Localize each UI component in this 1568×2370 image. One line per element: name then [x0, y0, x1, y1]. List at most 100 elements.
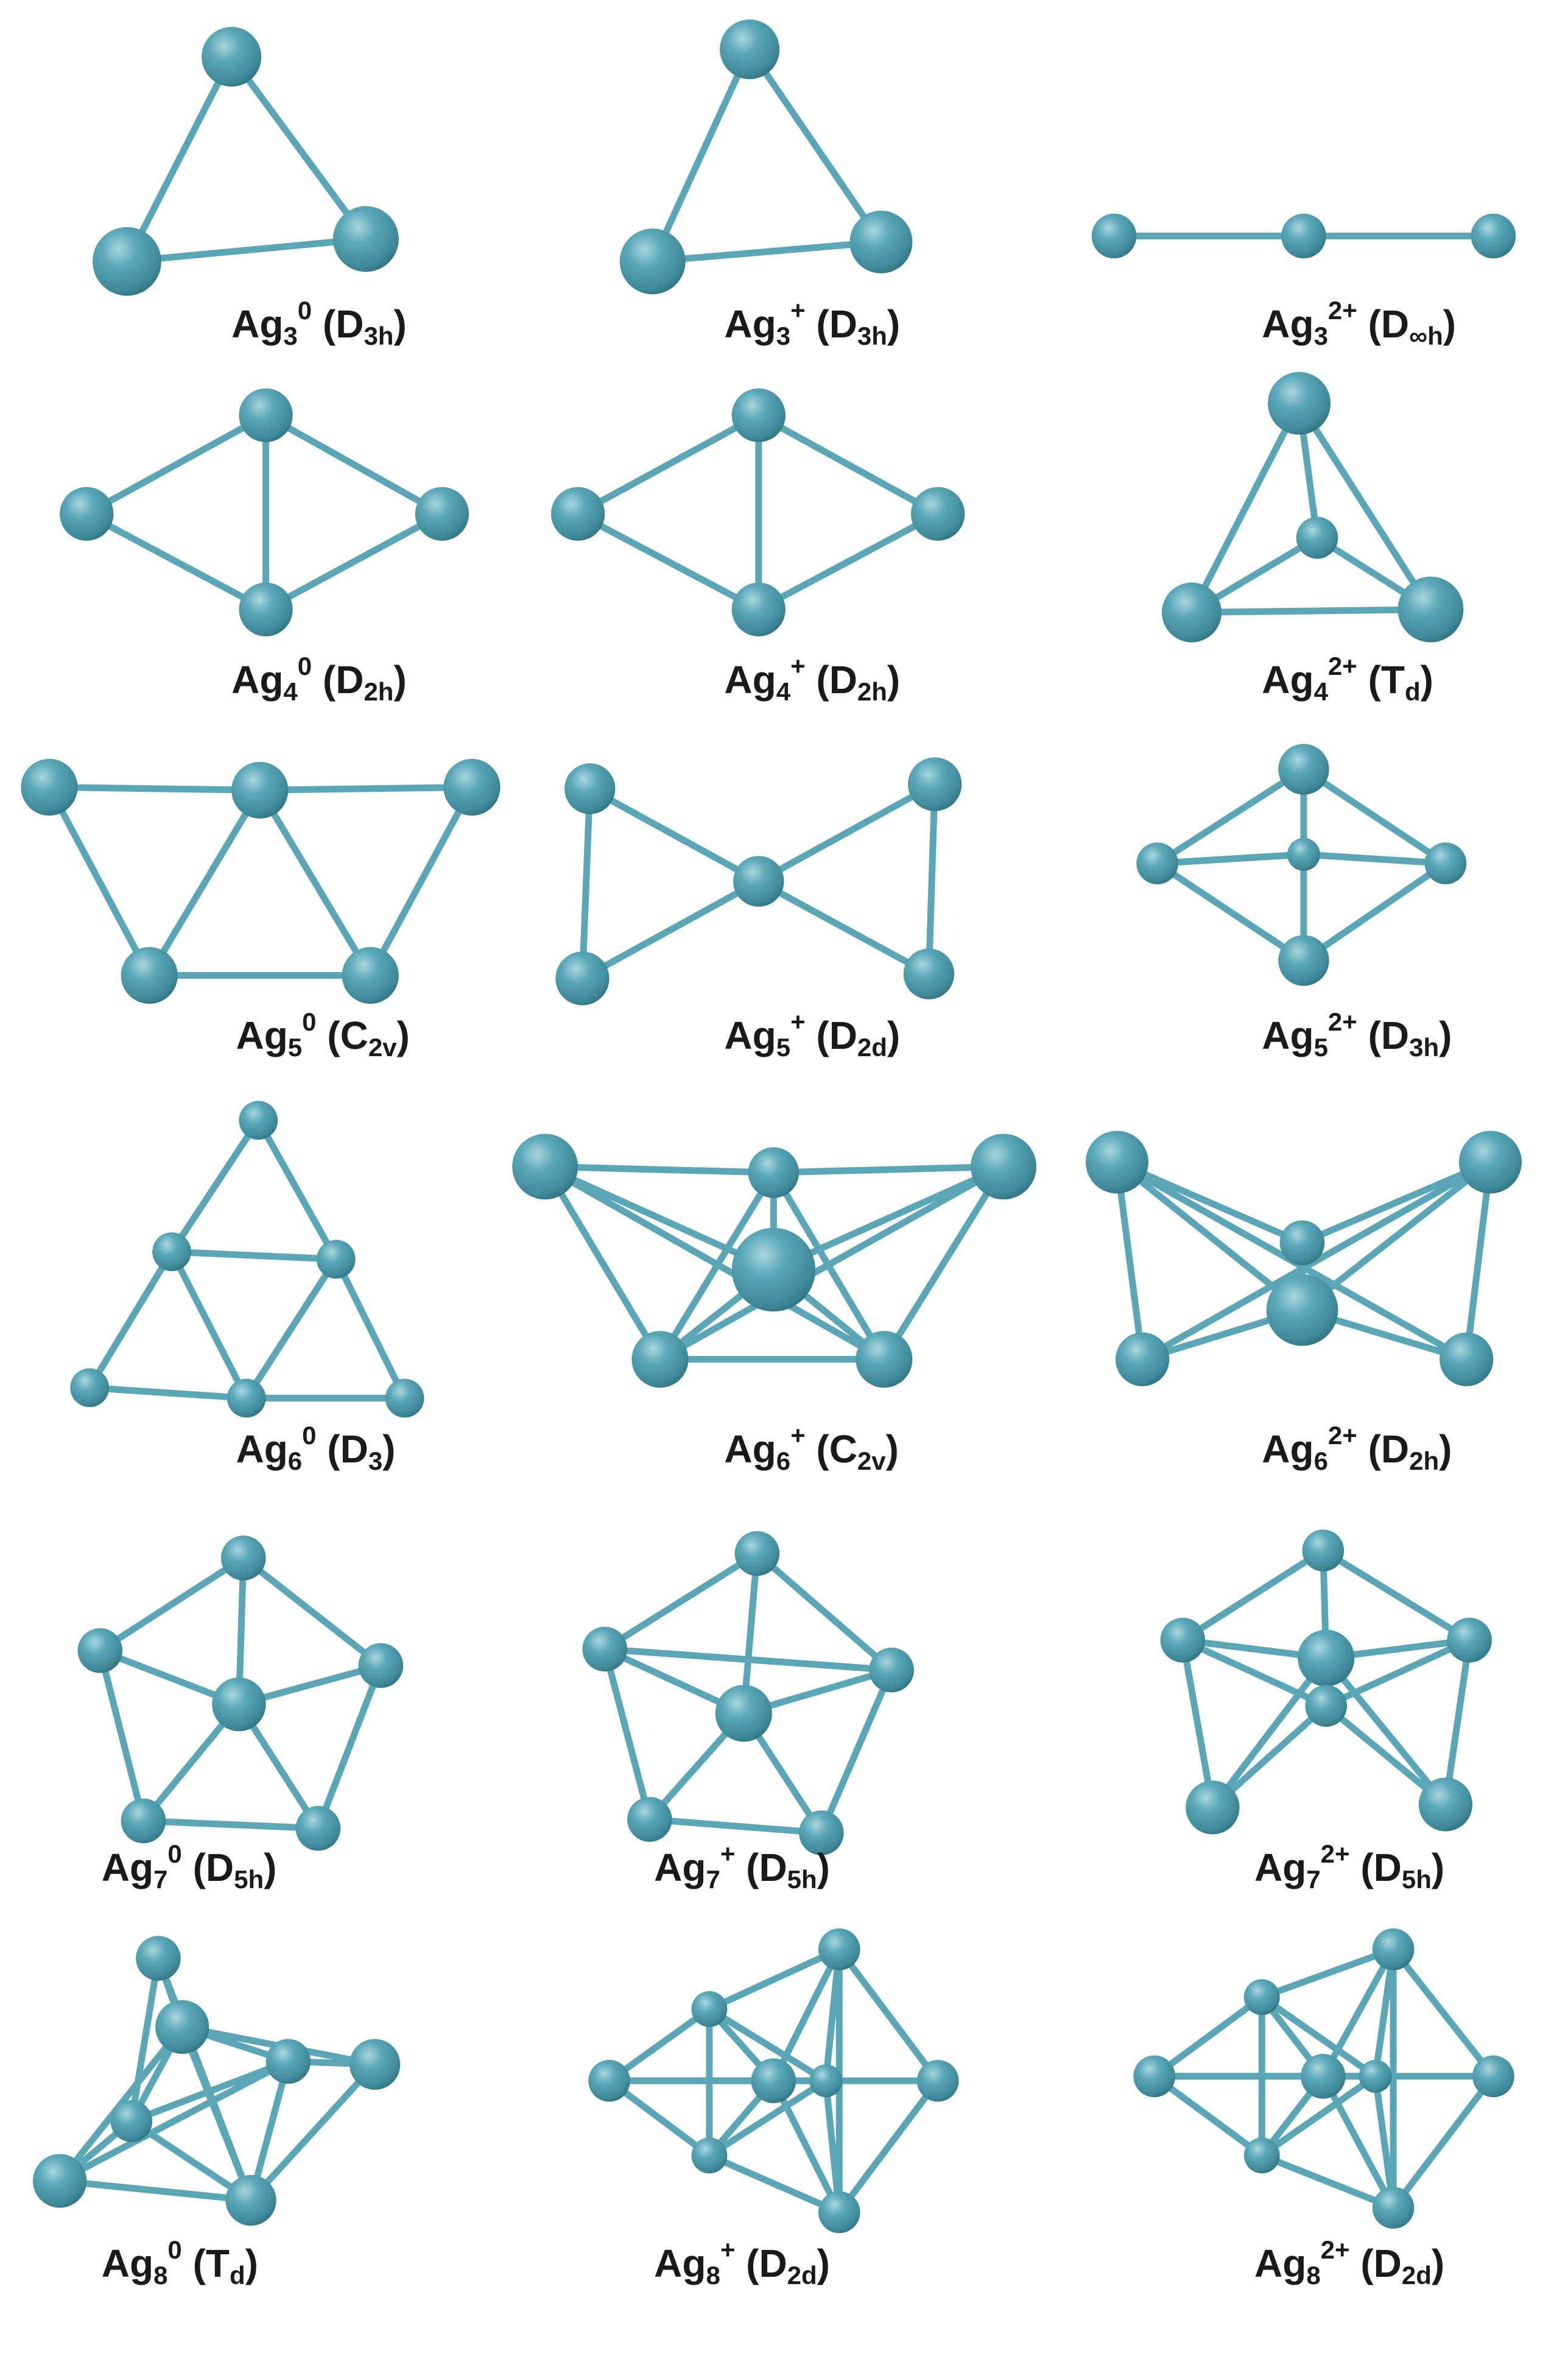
element-symbol: Ag — [231, 302, 284, 347]
element-symbol: Ag — [1262, 1013, 1314, 1057]
bond-ag5-2-5 — [1154, 859, 1307, 964]
atom-ag3-2-1 — [1281, 213, 1326, 259]
bond-ag7-1-1 — [753, 1550, 895, 1674]
atom-ag7-0-5 — [295, 1805, 341, 1851]
atom-ag8-1-5 — [916, 2059, 959, 2102]
atom-count: 4 — [776, 677, 791, 707]
label-ag3-2: Ag32+ (D∞h) — [1262, 298, 1456, 349]
bond-ag5-2-3 — [1154, 851, 1307, 867]
bond-ag4-2-5 — [1188, 606, 1434, 616]
charge-state: + — [790, 1007, 806, 1036]
cluster-ag3-1 — [649, 46, 885, 265]
paren-close: ) — [887, 302, 901, 347]
point-group-subscript: 2v — [368, 1032, 397, 1062]
atoms-ag3-0 — [93, 27, 399, 296]
atom-ag5-2-0 — [1278, 744, 1329, 795]
atoms-ag7-1 — [582, 1531, 914, 1855]
atom-ag8-2-7 — [1372, 2187, 1415, 2229]
bond-ag5-2-6 — [1300, 859, 1449, 964]
label-ag4-1: Ag4+ (D2h) — [724, 654, 900, 705]
label-ag8-2: Ag82+ (D2d) — [1254, 2237, 1444, 2288]
paren-close: ) — [1439, 1427, 1452, 1472]
point-group-subscript: d — [229, 2260, 245, 2290]
paren-close: ) — [885, 1427, 899, 1472]
atom-ag6-1-5 — [856, 1331, 913, 1388]
bond-ag7-0-0 — [96, 1554, 247, 1654]
atoms-ag5-1 — [555, 757, 962, 1006]
atom-ag8-2-0 — [1372, 1928, 1415, 1970]
atom-ag5-1-3 — [555, 951, 610, 1006]
bond-ag7-0-3 — [314, 1662, 384, 1832]
label-ag5-2: Ag52+ (D3h) — [1262, 1009, 1452, 1060]
atoms-ag8-2 — [1133, 1928, 1514, 2229]
atoms-ag3-1 — [619, 19, 913, 295]
atom-count: 3 — [776, 322, 791, 351]
element-symbol: Ag — [724, 1427, 776, 1472]
atom-count: 5 — [776, 1032, 791, 1062]
point-group: D — [829, 302, 857, 347]
atom-ag7-0-3 — [212, 1677, 266, 1732]
charge-state: 2+ — [1327, 652, 1357, 681]
point-group: C — [829, 1427, 857, 1472]
bond-ag6-1-12 — [656, 1169, 777, 1363]
bond-ag7-2-5 — [1179, 1637, 1216, 1811]
bond-ag8-2-1 — [1320, 1945, 1397, 2080]
atom-count: 3 — [1313, 322, 1328, 351]
bond-ag8-1-14 — [706, 2077, 829, 2159]
point-group: D — [1380, 1013, 1410, 1057]
bond-ag4-1-3 — [574, 510, 762, 613]
paren-close: ) — [396, 1013, 410, 1057]
bond-ag5-2-0 — [1154, 766, 1307, 867]
atoms-ag7-2 — [1160, 1529, 1492, 1835]
element-symbol: Ag — [724, 302, 776, 347]
bond-ag7-0-4 — [139, 1817, 322, 1832]
bond-ag7-0-2 — [96, 1647, 147, 1824]
label-ag7-0: Ag70 (D5h) — [102, 1841, 277, 1892]
atom-count: 4 — [1313, 677, 1328, 707]
point-group: D — [1380, 1427, 1410, 1472]
paren-close: ) — [393, 658, 407, 702]
atom-ag5-0-0 — [21, 758, 78, 816]
charge-state: 2+ — [1327, 1007, 1357, 1036]
bond-ag4-2-1 — [1188, 400, 1303, 616]
bond-ag5-0-0 — [46, 783, 264, 794]
charge-state: + — [790, 1421, 806, 1450]
atom-ag8-0-4 — [110, 2100, 153, 2142]
bond-ag5-0-5 — [367, 783, 476, 979]
bond-ag8-0-6 — [178, 2023, 255, 2204]
bond-ag7-1-3 — [818, 1666, 895, 1836]
element-symbol: Ag — [1262, 658, 1314, 702]
point-group-subscript: 2h — [857, 677, 887, 707]
atom-ag7-2-6 — [1418, 1777, 1473, 1832]
atoms-ag4-0 — [60, 388, 469, 637]
atom-ag3-0-2 — [332, 206, 399, 272]
atom-ag6-2-2 — [1279, 1220, 1325, 1266]
atom-ag8-2-1 — [1243, 1979, 1280, 2016]
paren-close: ) — [817, 1845, 830, 1889]
atom-count: 4 — [283, 677, 298, 707]
bond-ag3-0-1 — [228, 53, 370, 242]
cluster-ag5-1 — [578, 781, 938, 982]
bond-ag3-1-0 — [649, 46, 753, 265]
atom-ag8-2-5 — [1472, 2055, 1514, 2098]
atom-ag6-2-0 — [1085, 1130, 1148, 1194]
bond-ag7-2-1 — [1320, 1547, 1473, 1644]
point-group: T — [205, 2241, 230, 2285]
atom-ag4-1-0 — [731, 388, 786, 442]
point-group-subscript: 2d — [1401, 2260, 1432, 2290]
atom-ag7-2-1 — [1160, 1617, 1206, 1663]
paren-open: ( — [735, 1845, 759, 1889]
atom-ag6-1-0 — [512, 1134, 578, 1200]
atom-ag7-2-3 — [1298, 1629, 1355, 1687]
atom-ag8-2-6 — [1243, 2137, 1280, 2174]
element-symbol: Ag — [654, 1845, 706, 1889]
paren-open: ( — [181, 1845, 206, 1889]
bond-ag8-1-0 — [706, 1945, 843, 2012]
atom-ag7-1-4 — [627, 1797, 672, 1842]
atom-ag7-0-4 — [121, 1798, 166, 1844]
paren-close: ) — [393, 302, 407, 347]
atom-ag5-1-0 — [564, 763, 616, 814]
bond-ag8-2-14 — [1258, 2073, 1379, 2159]
atom-ag7-0-2 — [358, 1643, 404, 1688]
atom-ag8-1-1 — [691, 1991, 728, 2027]
